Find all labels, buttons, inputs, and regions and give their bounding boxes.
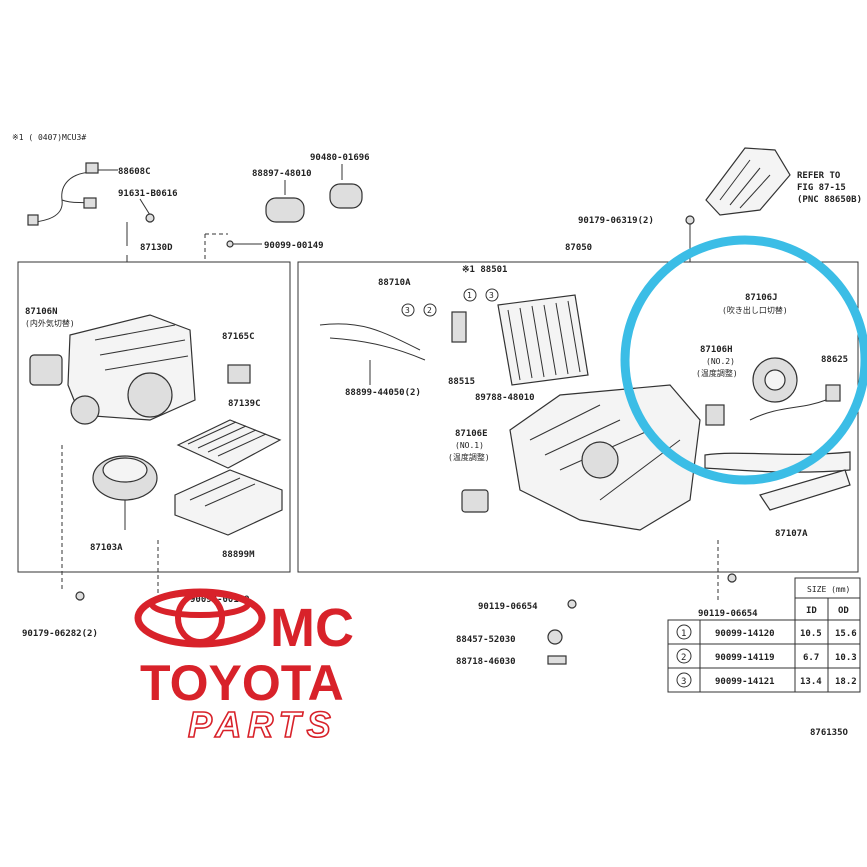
svg-text:3: 3 (681, 677, 686, 687)
size-col-od: OD (838, 606, 849, 616)
label-87106H-jp: (温度調整) (696, 368, 738, 378)
air-filter-87139C (176, 419, 282, 469)
svg-text:10.3: 10.3 (835, 653, 857, 663)
label-87139C: 87139C (228, 399, 261, 409)
label-90099-00149-bottom: 90099-00149 (190, 595, 250, 605)
label-87050: 87050 (565, 243, 592, 253)
refer-to-line3: (PNC 88650B) (797, 195, 862, 205)
wire-harness-88625 (749, 384, 841, 421)
svg-text:13.4: 13.4 (800, 677, 822, 687)
size-row-part: 90099-14121 (715, 677, 775, 687)
label-87106J-jp: (吹き出し口切替) (722, 305, 788, 315)
duct-reference-part (705, 147, 791, 216)
label-88515: 88515 (448, 377, 475, 387)
label-88899M: 88899M (222, 550, 255, 560)
label-90119-06654-left: 90119-06654 (478, 602, 538, 612)
highlight-circle (620, 235, 867, 485)
label-88718-46030: 88718-46030 (456, 657, 516, 667)
screw-icon (685, 215, 695, 225)
logo-line2: TOYOTA (140, 655, 344, 711)
label-87165C: 87165C (222, 332, 255, 342)
label-90179-06319: 90179-06319(2) (578, 216, 654, 226)
clip-icon (547, 655, 567, 665)
label-90179-06282: 90179-06282(2) (22, 629, 98, 639)
label-87106H: 87106H (700, 345, 733, 355)
size-table: SIZE (mm) ID OD 1 90099-14120 10.5 15.6 … (667, 577, 861, 693)
svg-text:1: 1 (681, 629, 686, 639)
label-88899-44050: 88899-44050(2) (345, 388, 421, 398)
callout-3: 3 (405, 306, 410, 315)
size-row-part: 90099-14120 (715, 629, 775, 639)
heater-housing-87050 (509, 384, 701, 531)
servo-motor-87106H (705, 404, 725, 426)
label-87130D: 87130D (140, 243, 173, 253)
blower-assembly-box (17, 261, 291, 573)
label-90480-01696: 90480-01696 (310, 153, 370, 163)
size-col-id: ID (806, 606, 817, 616)
svg-text:2: 2 (681, 653, 686, 663)
resistor-87165C (227, 364, 251, 384)
callout-2: 2 (427, 306, 432, 315)
label-87106E-jp: (温度調整) (448, 452, 490, 462)
svg-text:10.5: 10.5 (800, 629, 822, 639)
expansion-valve-88515 (451, 311, 467, 343)
svg-text:15.6: 15.6 (835, 629, 857, 639)
ac-tubes-88710A (319, 323, 426, 361)
size-row-part: 90099-14119 (715, 653, 775, 663)
evaporator-88501 (497, 294, 589, 386)
filter-cover-88899M (174, 469, 283, 536)
bolt-icon (145, 213, 155, 223)
figure-id: 876135O (810, 728, 849, 738)
svg-text:1: 1 (467, 291, 472, 300)
clip-icon (547, 629, 563, 645)
label-91631-B0616: 91631-B0616 (118, 189, 178, 199)
servo-motor-87106E (461, 489, 489, 513)
label-87106N-jp: (内外気切替) (25, 318, 75, 328)
label-88625: 88625 (821, 355, 848, 365)
omc-toyota-logo: MC TOYOTA PARTS (134, 588, 354, 746)
svg-text:6.7: 6.7 (803, 653, 819, 663)
grommet-icon (329, 183, 363, 209)
label-87106H-no: (NO.2) (706, 357, 735, 366)
label-90099-00149-top: 90099-00149 (264, 241, 324, 251)
label-87106E: 87106E (455, 429, 488, 439)
svg-text:18.2: 18.2 (835, 677, 857, 687)
grommet-icon (265, 197, 305, 223)
wire-harness-88608C (27, 162, 99, 226)
label-88457-52030: 88457-52030 (456, 635, 516, 645)
label-90119-06654-right: 90119-06654 (698, 609, 758, 619)
label-88501: ※1 88501 (462, 265, 507, 275)
servo-motor-87106N (29, 354, 63, 386)
screw-icon (75, 591, 85, 601)
label-88897-48010: 88897-48010 (252, 169, 312, 179)
size-table-title: SIZE (mm) (807, 585, 850, 594)
blower-unit-housing (67, 314, 196, 425)
header-note: ※1 ( 0407)MCU3# (12, 133, 86, 142)
refer-to-line2: FIG 87-15 (797, 183, 846, 193)
label-89788-48010: 89788-48010 (475, 393, 535, 403)
label-87107A: 87107A (775, 529, 808, 539)
refer-to-line1: REFER TO (797, 171, 841, 181)
label-87106N: 87106N (25, 307, 58, 317)
heater-unit-box (297, 261, 859, 573)
screw-icon (567, 599, 577, 609)
label-88710A: 88710A (378, 278, 411, 288)
label-87106E-no: (NO.1) (455, 441, 484, 450)
logo-line1: MC (270, 598, 354, 658)
svg-text:3: 3 (489, 291, 494, 300)
logo-line3: PARTS (188, 704, 337, 745)
screw-icon (727, 573, 737, 583)
blower-motor-87103A (92, 455, 158, 530)
label-87103A: 87103A (90, 543, 123, 553)
servo-motor-87106J (752, 357, 798, 403)
label-87106J: 87106J (745, 293, 778, 303)
label-88608C: 88608C (118, 167, 151, 177)
